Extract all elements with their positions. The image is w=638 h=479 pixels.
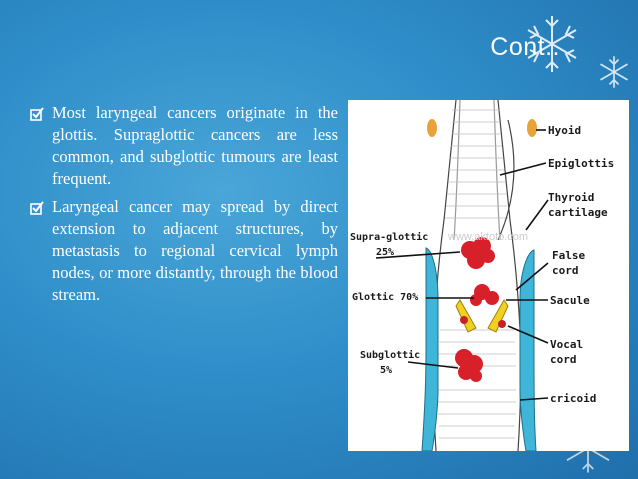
label-hyoid: Hyoid: [548, 124, 581, 137]
label-cricoid: cricoid: [550, 392, 596, 405]
label-supraglottic-line1: Supra-glottic: [350, 231, 428, 243]
thyroid-cartilage: [421, 247, 537, 451]
larynx-outline: [432, 100, 522, 451]
larynx-diagram: www.aktoto.com Hyoid Epiglottis Thyroid …: [348, 100, 629, 451]
label-supraglottic-line2: 25%: [376, 247, 394, 258]
tumour-subglottic: [455, 349, 483, 382]
label-thyroid-line1: Thyroid: [548, 191, 594, 204]
label-thyroid-line2: cartilage: [548, 206, 608, 219]
hyoid-shape: [527, 119, 537, 137]
label-false-cord-line2: cord: [552, 264, 579, 277]
checkbox-icon: [30, 107, 44, 121]
checkbox-icon: [30, 201, 44, 215]
label-subglottic-line2: 5%: [380, 365, 392, 376]
bullet-text: Most laryngeal cancers originate in the …: [52, 103, 338, 188]
bullet-item: Laryngeal cancer may spread by direct ex…: [30, 196, 338, 306]
tumour-glottic: [470, 284, 499, 306]
label-subglottic-line1: Subglottic: [360, 349, 420, 361]
tumour-supraglottic: [461, 237, 495, 269]
bullet-list: Most laryngeal cancers originate in the …: [30, 102, 338, 312]
label-sacule: Sacule: [550, 294, 590, 307]
vocal-cord: [487, 299, 509, 333]
bullet-item: Most laryngeal cancers originate in the …: [30, 102, 338, 190]
hyoid-shape: [427, 119, 437, 137]
label-epiglottis: Epiglottis: [548, 157, 614, 170]
label-false-cord-line1: False: [552, 249, 585, 262]
vocal-cord: [455, 299, 477, 333]
slide-title: Cont..: [490, 33, 560, 61]
snowflake-icon: [527, 16, 577, 72]
snowflake-icon: [600, 56, 628, 88]
label-vocal-cord-line1: Vocal: [550, 338, 583, 351]
watermark-text: www.aktoto.com: [447, 231, 528, 243]
bullet-text: Laryngeal cancer may spread by direct ex…: [52, 197, 338, 304]
label-glottic: Glottic 70%: [352, 291, 418, 303]
label-vocal-cord-line2: cord: [550, 353, 577, 366]
